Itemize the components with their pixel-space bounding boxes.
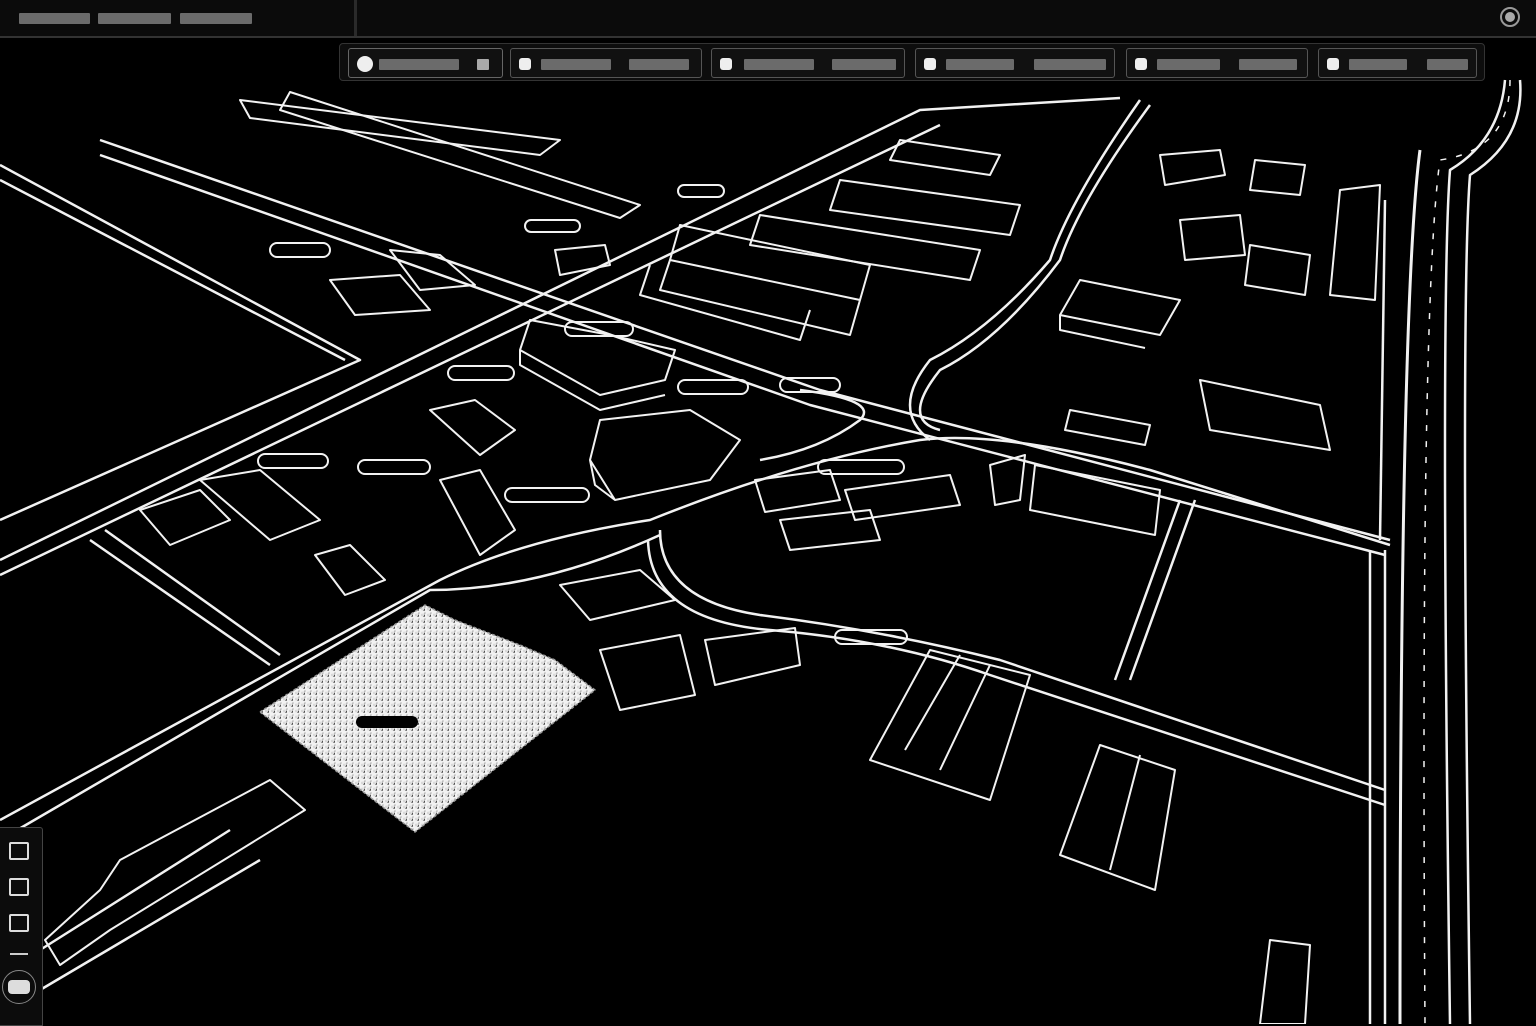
layer-chip-4[interactable] [915,48,1115,78]
square-toggle-icon [924,58,936,70]
wireframe-map[interactable] [0,38,1536,1024]
chip-label [744,59,814,70]
chip-value [477,59,489,70]
chip-value [1427,59,1468,70]
chip-value [1034,59,1106,70]
top-bar [0,0,1536,38]
menu-item-1[interactable] [19,13,90,24]
layer-chip-1[interactable] [348,48,503,78]
square-tool-icon[interactable] [9,878,29,896]
minus-icon[interactable] [10,953,28,955]
layer-toolbar [339,43,1485,81]
side-toolbar [0,827,43,1026]
layer-chip-3[interactable] [711,48,905,78]
layer-toggle-icon[interactable] [2,970,36,1004]
chip-value [1239,59,1297,70]
layer-chip-5[interactable] [1126,48,1308,78]
square-tool-icon[interactable] [9,914,29,932]
chip-label [541,59,611,70]
labels-pills [257,184,908,645]
record-status-icon[interactable] [1500,7,1520,27]
menu-item-3[interactable] [180,13,252,24]
layer-chip-2[interactable] [510,48,702,78]
chip-label [946,59,1014,70]
circle-toggle-icon [357,56,373,72]
chip-label [379,59,459,70]
square-tool-icon[interactable] [9,842,29,860]
title-area [0,0,357,36]
roads [0,79,1522,1024]
chip-value [832,59,896,70]
selected-parcel[interactable] [259,604,596,833]
chip-value [629,59,689,70]
chip-label [1157,59,1220,70]
square-toggle-icon [1327,58,1339,70]
chip-label [1349,59,1407,70]
layer-chip-6[interactable] [1318,48,1477,78]
square-toggle-icon [519,58,531,70]
menu-item-2[interactable] [98,13,171,24]
buildings [44,91,1381,1024]
square-toggle-icon [720,58,732,70]
square-toggle-icon [1135,58,1147,70]
